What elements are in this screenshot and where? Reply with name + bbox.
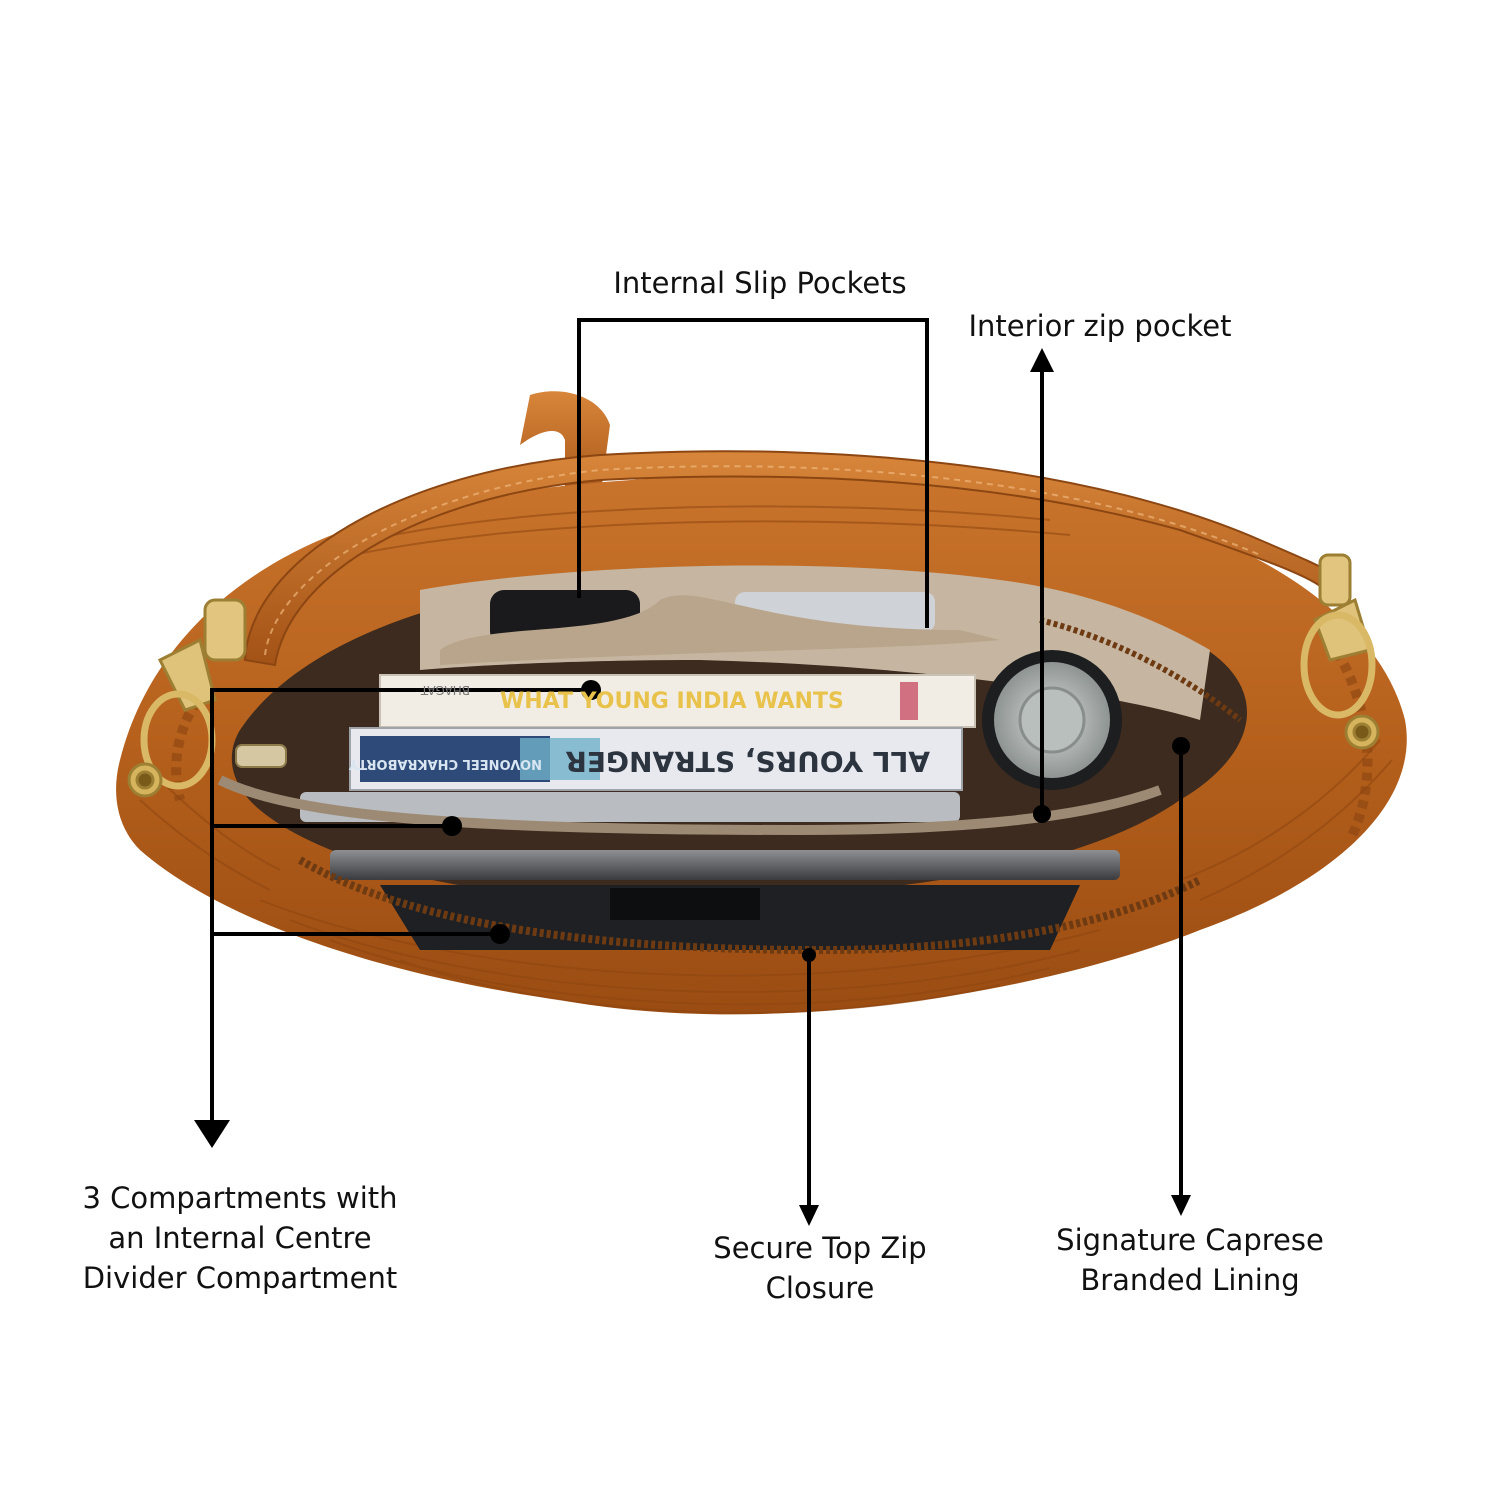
callout-text: Signature Caprese bbox=[1056, 1223, 1324, 1257]
slip-pockets bbox=[440, 590, 1000, 665]
callout-text: Closure bbox=[765, 1271, 875, 1305]
callout-text: an Internal Centre bbox=[108, 1221, 372, 1255]
callout-text: Branded Lining bbox=[1080, 1263, 1300, 1297]
callout-text: Internal Slip Pockets bbox=[613, 266, 907, 300]
callout-interior-zip-pocket: Interior zip pocket bbox=[960, 306, 1240, 346]
book1-title: WHAT YOUNG INDIA WANTS bbox=[500, 689, 844, 714]
water-bottle bbox=[982, 650, 1122, 790]
arrow-down-icon bbox=[1171, 1195, 1191, 1216]
callout-text: Secure Top Zip bbox=[713, 1231, 927, 1265]
arrow-down-icon bbox=[799, 1205, 819, 1226]
callout-text: Divider Compartment bbox=[82, 1261, 398, 1295]
zip-pull bbox=[235, 744, 287, 768]
book2-title: ALL YOURS, STRANGER bbox=[565, 745, 930, 778]
book1-author: BHAGAT bbox=[420, 683, 470, 697]
book2-author: NOVONEEL CHAKRABORTY bbox=[348, 756, 542, 771]
annotation-arrowheads bbox=[194, 348, 1191, 1226]
clasp-right bbox=[1300, 553, 1380, 750]
callout-text: 3 Compartments with bbox=[82, 1181, 398, 1215]
callout-compartments: 3 Compartments with an Internal Centre D… bbox=[40, 1178, 440, 1298]
callout-text: Interior zip pocket bbox=[968, 309, 1232, 343]
arrow-down-icon bbox=[194, 1120, 230, 1148]
callout-top-zip: Secure Top Zip Closure bbox=[690, 1228, 950, 1308]
callout-branded-lining: Signature Caprese Branded Lining bbox=[1040, 1220, 1340, 1300]
annotation-dots bbox=[442, 680, 1190, 962]
callout-internal-slip-pockets: Internal Slip Pockets bbox=[560, 263, 960, 303]
book-stack bbox=[349, 674, 976, 791]
annotation-lines bbox=[210, 318, 1183, 1210]
zip-tracks bbox=[217, 617, 1242, 955]
slip-pockets-bracket bbox=[577, 318, 929, 628]
arrow-up-icon bbox=[1030, 348, 1054, 372]
